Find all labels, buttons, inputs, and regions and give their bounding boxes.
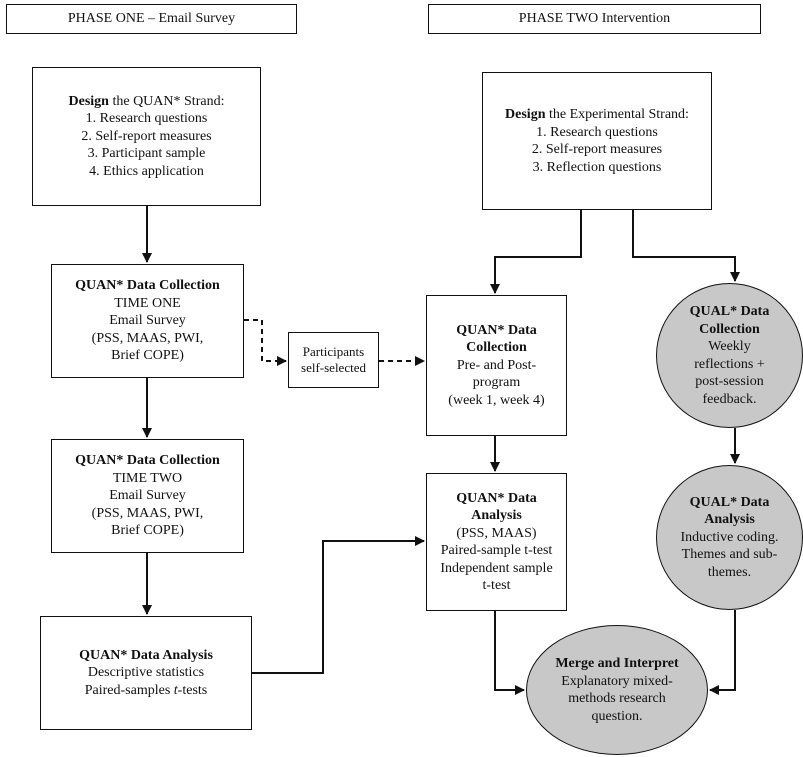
quan-t2-line: TIME TWO (112, 470, 183, 486)
quan-collection2-title: Collection (466, 340, 527, 356)
arrow-analysis1-to-analysis2 (252, 536, 425, 674)
phase-two-header: PHASE TWO Intervention (428, 4, 761, 34)
quan-t2-title: QUAN* Data Collection (75, 453, 220, 469)
design-exp-heading: Design the Experimental Strand: (505, 107, 689, 122)
design-quan-strand-box: Design the QUAN* Strand: 1. Research que… (32, 67, 261, 206)
dashed-arrow-t1-to-participants (244, 319, 287, 366)
quan-collection2-line: (week 1, week 4) (448, 392, 545, 408)
qual-collection-line: feedback. (702, 391, 757, 407)
quan-t1-line: TIME ONE (114, 295, 181, 311)
phase-one-header-text: PHASE ONE – Email Survey (67, 11, 236, 27)
arrow-design-exp-to-collection (490, 210, 582, 294)
quan-collection2-title: QUAN* Data (456, 322, 537, 338)
design-quan-heading: Design the QUAN* Strand: (68, 93, 225, 109)
qual-collection-title: Collection (699, 321, 760, 337)
qual-collection-line: reflections + (694, 356, 765, 372)
quan-analysis-experimental-box: QUAN* Data Analysis (PSS, MAAS) Paired-s… (426, 473, 567, 611)
quan-analysis2-line: Independent sample (440, 560, 553, 576)
quan-analysis1-line: Paired-samples t-tests (84, 682, 208, 698)
arrow-design-exp-to-qual (632, 210, 740, 282)
quan-t2-line: Email Survey (109, 488, 186, 504)
merge-line: Explanatory mixed- (561, 673, 673, 689)
design-quan-item: 4. Ethics application (89, 163, 204, 179)
quan-collection2-line: Pre- and Post- (456, 357, 537, 373)
quan-collection-pre-post-box: QUAN* Data Collection Pre- and Post- pro… (426, 295, 567, 436)
quan-analysis1-line: Descriptive statistics (87, 665, 205, 681)
qual-analysis-line: Themes and sub- (681, 547, 778, 563)
qual-collection-line: post-session (695, 374, 764, 389)
qual-analysis-line: Inductive coding. (680, 529, 779, 545)
arrow-qual-analysis-to-merge (709, 610, 736, 695)
merge-line: methods research (568, 691, 666, 706)
qual-analysis-title: Analysis (704, 512, 755, 528)
merge-interpret-oval: Merge and Interpret Explanatory mixed- m… (526, 625, 708, 755)
design-quan-item: 3. Participant sample (87, 146, 206, 162)
quan-analysis2-line: t-test (482, 578, 511, 593)
arrow-analysis2-to-merge (494, 611, 525, 695)
design-quan-item: 1. Research questions (85, 111, 208, 127)
quan-analysis-survey-box: QUAN* Data Analysis Descriptive statisti… (40, 616, 252, 730)
qual-collection-oval: QUAL* Data Collection Weekly reflections… (656, 283, 803, 428)
design-experimental-strand-box: Design the Experimental Strand: 1. Resea… (482, 72, 712, 210)
quan-t1-line: Brief COPE) (111, 348, 184, 364)
participants-line: Participants (302, 344, 365, 359)
design-quan-item: 2. Self-report measures (81, 128, 212, 144)
qual-analysis-line: themes. (707, 564, 752, 580)
quan-t1-title: QUAN* Data Collection (75, 278, 220, 294)
quan-t2-line: Brief COPE) (111, 523, 184, 539)
quan-collection2-line: program (472, 375, 521, 391)
quan-collection-time-one-box: QUAN* Data Collection TIME ONE Email Sur… (51, 264, 244, 378)
quan-collection-time-two-box: QUAN* Data Collection TIME TWO Email Sur… (51, 439, 244, 553)
design-exp-item: 2. Self-report measures (531, 142, 663, 157)
qual-collection-title: QUAL* Data (689, 304, 770, 319)
design-exp-item: 3. Reflection questions (532, 159, 662, 175)
qual-analysis-title: QUAL* Data (689, 494, 770, 510)
quan-analysis2-line: Paired-sample t-test (440, 543, 553, 558)
phase-two-header-text: PHASE TWO Intervention (518, 11, 671, 27)
quan-analysis2-line: (PSS, MAAS) (456, 525, 537, 541)
quan-analysis2-title: QUAN* Data (456, 490, 537, 506)
qual-collection-line: Weekly (708, 339, 751, 354)
quan-analysis1-title: QUAN* Data Analysis (79, 647, 213, 663)
phase-one-header: PHASE ONE – Email Survey (6, 4, 297, 34)
merge-title: Merge and Interpret (555, 656, 679, 671)
qual-analysis-oval: QUAL* Data Analysis Inductive coding. Th… (656, 465, 803, 610)
participants-self-selected-box: Participants self-selected (288, 332, 379, 388)
quan-t1-line: (PSS, MAAS, PWI, (91, 330, 204, 346)
participants-line: self-selected (301, 360, 366, 375)
quan-t1-line: Email Survey (109, 313, 186, 329)
merge-line: question. (591, 708, 643, 724)
design-exp-item: 1. Research questions (536, 124, 658, 140)
quan-analysis2-title: Analysis (471, 508, 522, 523)
quan-t2-line: (PSS, MAAS, PWI, (91, 505, 204, 521)
